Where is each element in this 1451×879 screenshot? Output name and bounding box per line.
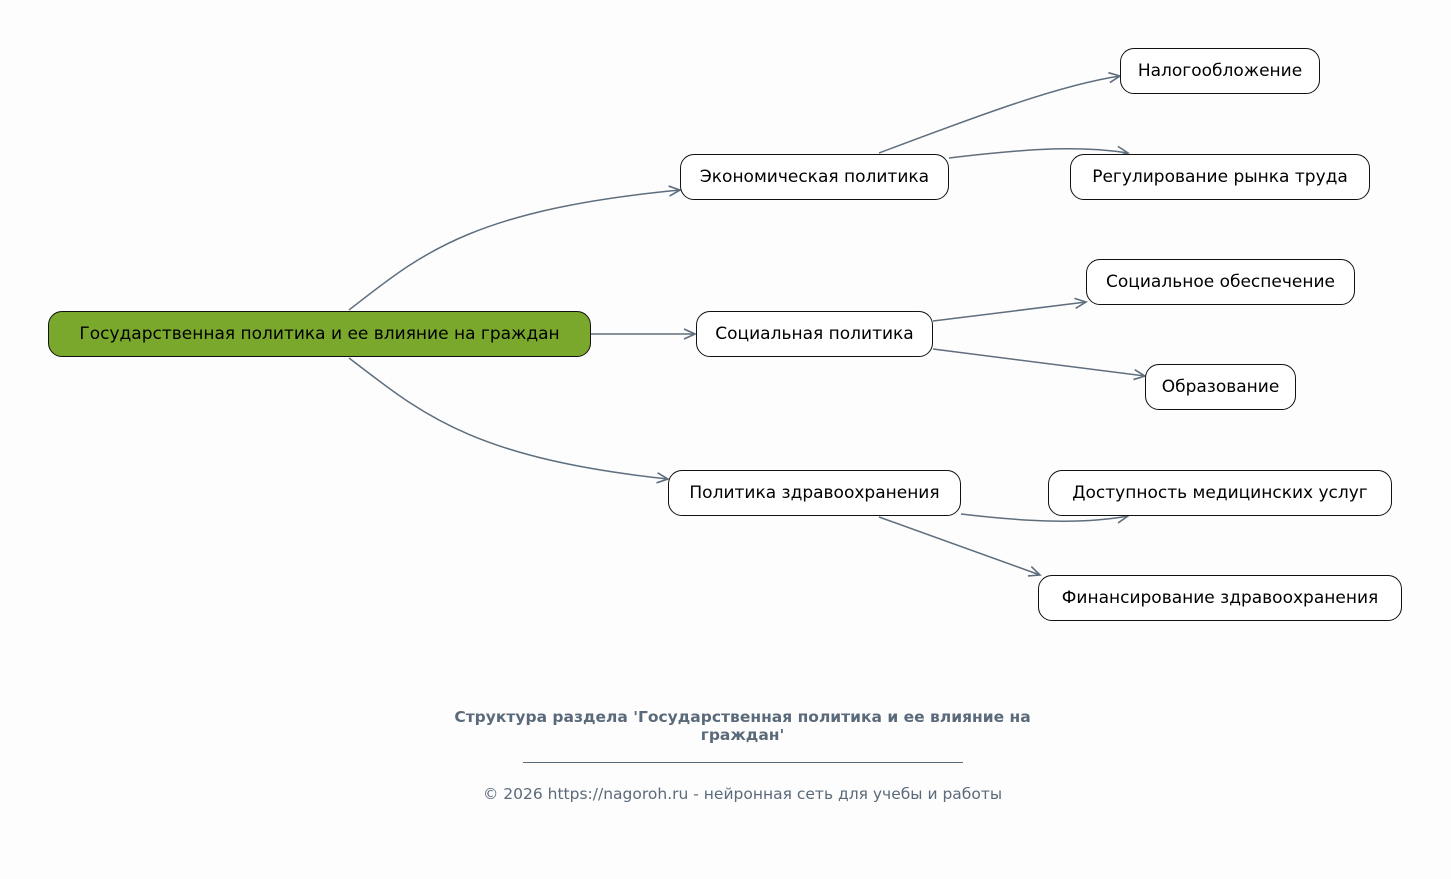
- node-social-policy[interactable]: Социальная политика: [696, 311, 933, 357]
- edge-economic-labor: [948, 145, 1130, 159]
- node-social-welfare[interactable]: Социальное обеспечение: [1086, 259, 1355, 305]
- node-health-financing[interactable]: Финансирование здравоохранения: [1038, 575, 1402, 621]
- node-taxation[interactable]: Налогообложение: [1120, 48, 1320, 94]
- caption-divider: [523, 762, 963, 763]
- node-labor-market[interactable]: Регулирование рынка труда: [1070, 154, 1370, 200]
- node-health-policy[interactable]: Политика здравоохранения: [668, 470, 961, 516]
- copyright-footer: © 2026 https://nagoroh.ru - нейронная се…: [482, 785, 1003, 803]
- edge-health-financing: [878, 516, 1042, 577]
- edge-economic-taxation: [878, 71, 1122, 154]
- edge-social-welfare: [932, 297, 1088, 322]
- edge-health-access: [960, 512, 1130, 524]
- root-node[interactable]: Государственная политика и ее влияние на…: [48, 311, 591, 357]
- node-education[interactable]: Образование: [1145, 364, 1296, 410]
- node-medical-access[interactable]: Доступность медицинских услуг: [1048, 470, 1392, 516]
- diagram-caption-title: Структура раздела 'Государственная полит…: [454, 708, 1031, 744]
- edge-root-economic: [348, 185, 682, 311]
- edge-social-education: [932, 348, 1147, 381]
- node-economic-policy[interactable]: Экономическая политика: [680, 154, 949, 200]
- edge-root-health: [348, 357, 670, 484]
